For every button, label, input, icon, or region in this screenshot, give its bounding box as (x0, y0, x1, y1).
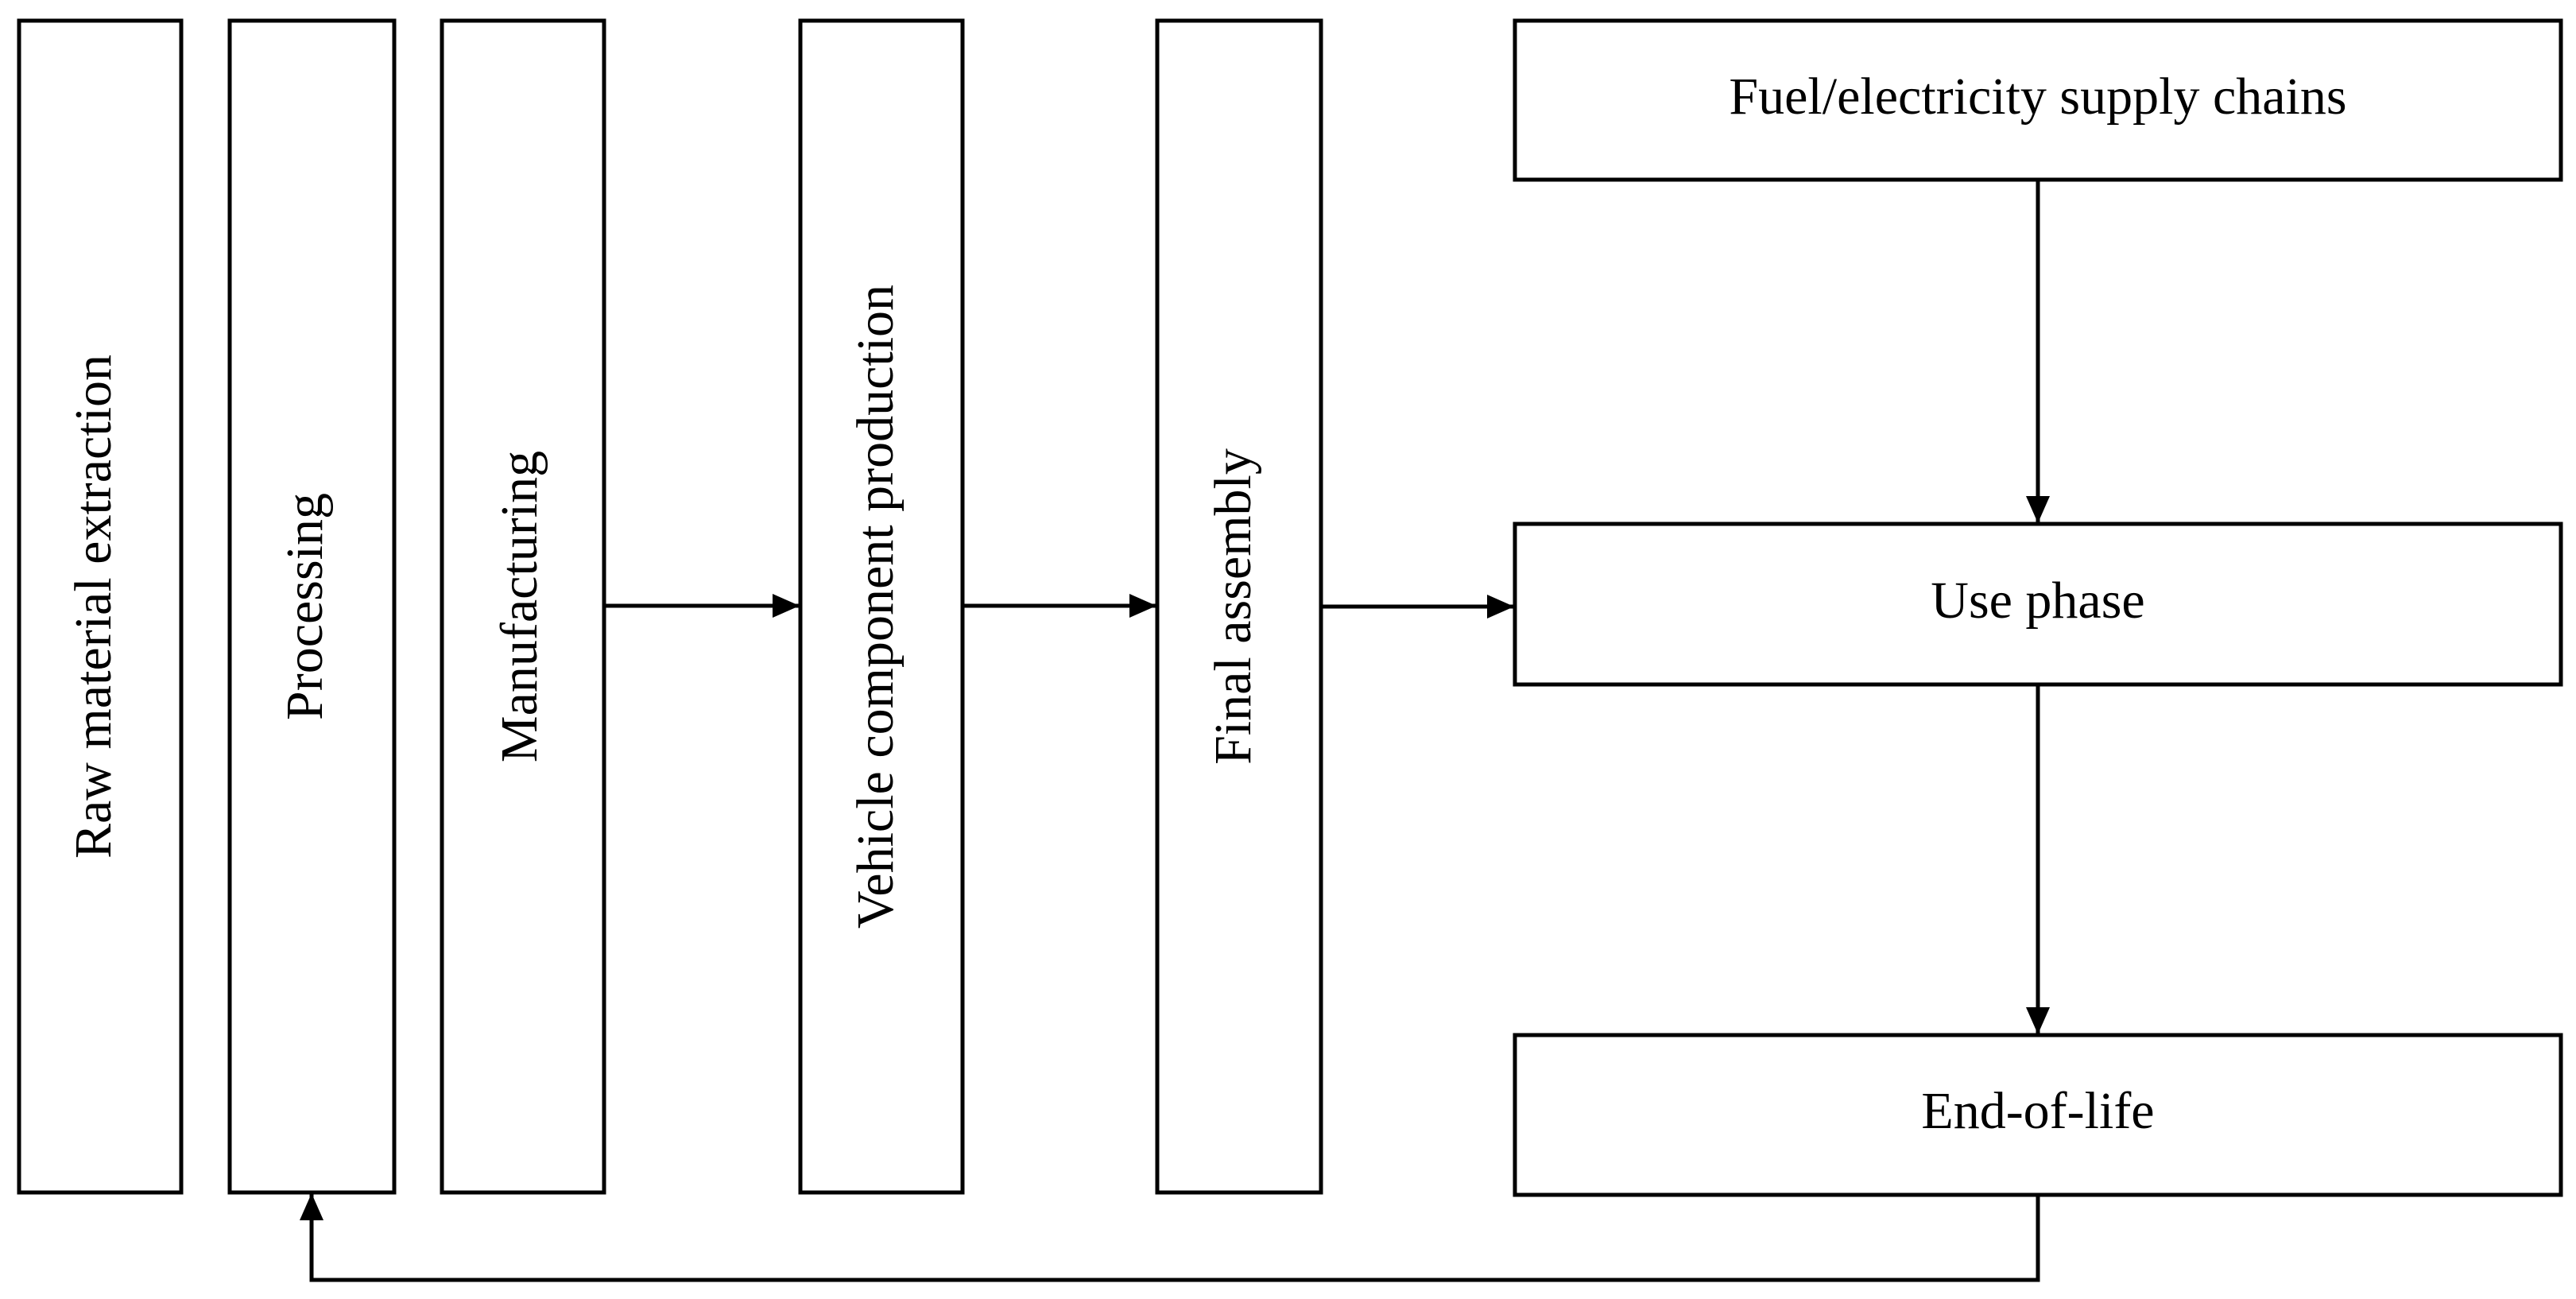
node-label-end-of-life: End-of-life (1921, 1082, 2154, 1140)
node-label-use-phase: Use phase (1931, 572, 2144, 630)
node-raw-material-extraction: Raw material extraction (17, 18, 184, 1195)
node-label-fuel-electricity-supply-chains: Fuel/electricity supply chains (1729, 68, 2346, 126)
node-label-final-assembly: Final assembly (1204, 448, 1262, 765)
node-manufacturing: Manufacturing (440, 18, 606, 1195)
node-label-raw-material-extraction: Raw material extraction (64, 355, 122, 859)
node-label-manufacturing: Manufacturing (490, 451, 548, 762)
node-label-vehicle-component-production: Vehicle component production (846, 285, 905, 929)
node-processing: Processing (227, 18, 397, 1195)
node-label-processing: Processing (276, 493, 334, 720)
node-fuel-electricity-supply-chains: Fuel/electricity supply chains (1513, 18, 2563, 182)
node-vehicle-component-production: Vehicle component production (798, 18, 965, 1195)
node-end-of-life: End-of-life (1513, 1033, 2563, 1197)
arrow-end-of-life-to-processing (300, 1193, 2040, 1282)
node-final-assembly: Final assembly (1155, 18, 1323, 1195)
node-use-phase: Use phase (1513, 522, 2563, 687)
